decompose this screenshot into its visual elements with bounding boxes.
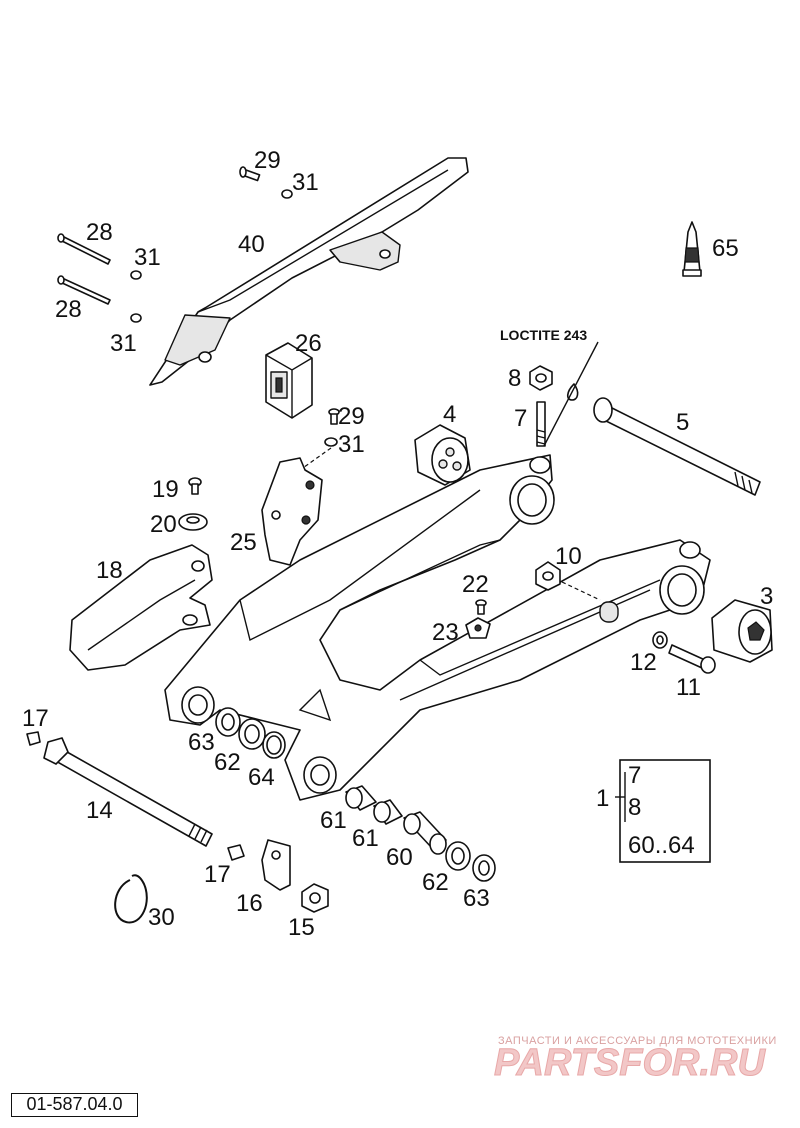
swingarm-part-1 <box>164 454 711 801</box>
circlip-part-30 <box>114 874 148 924</box>
kit-box-line-2: 8 <box>628 794 641 821</box>
callout-40: 40 <box>238 231 265 258</box>
watermark-brand: PARTSFOR.RU <box>494 1042 766 1084</box>
cap-part-17-upper <box>26 731 41 746</box>
callout-22: 22 <box>462 571 489 598</box>
callout-16: 16 <box>236 890 263 917</box>
pivot-shaft-part-14 <box>43 737 213 847</box>
callout-61-a: 61 <box>320 807 347 834</box>
callout-63-right: 63 <box>463 885 490 912</box>
plate-part-16 <box>261 839 291 891</box>
callout-7: 7 <box>514 405 527 432</box>
callout-62-right: 62 <box>422 869 449 896</box>
screw-part-11 <box>668 644 716 674</box>
callout-11: 11 <box>676 674 701 701</box>
callout-28-lower: 28 <box>55 296 82 323</box>
callout-29-middle: 29 <box>338 403 365 430</box>
nut-part-15 <box>301 883 329 913</box>
clamp-part-23 <box>465 617 491 639</box>
callout-25: 25 <box>230 529 257 556</box>
callout-60: 60 <box>386 844 413 871</box>
nut-part-8 <box>529 365 553 391</box>
screw-part-19 <box>188 477 202 495</box>
callout-17-lower: 17 <box>204 861 231 888</box>
washer-part-31-b <box>130 270 142 280</box>
callout-29-upper: 29 <box>254 147 281 174</box>
callout-61-b: 61 <box>352 825 379 852</box>
screw-part-29-middle <box>328 408 340 425</box>
callout-19: 19 <box>152 476 179 503</box>
nut-part-10 <box>535 561 561 591</box>
kit-box-frame <box>619 759 711 863</box>
needle-bearing-part-61-a <box>345 785 377 811</box>
sleeve-part-60 <box>403 811 447 855</box>
callout-64: 64 <box>248 764 275 791</box>
callout-20: 20 <box>150 511 177 538</box>
watermark-tagline: ЗАПЧАСТИ И АКСЕССУАРЫ ДЛЯ МОТОТЕХНИКИ <box>498 1035 777 1047</box>
washer-part-12 <box>652 631 668 649</box>
axle-part-5 <box>593 397 761 496</box>
callout-31-c: 31 <box>110 330 137 357</box>
callout-30: 30 <box>148 904 175 931</box>
bearing-part-62-left <box>238 718 266 750</box>
washer-part-64 <box>262 731 286 759</box>
callout-63-left: 63 <box>188 729 215 756</box>
slider-block-part-26 <box>265 342 313 419</box>
needle-bearing-part-61-b <box>373 799 403 825</box>
callout-31-d: 31 <box>338 431 365 458</box>
diagram-reference-number: 01-587.04.0 <box>11 1093 138 1117</box>
chain-guard-part-40 <box>149 157 469 386</box>
callout-65: 65 <box>712 235 739 262</box>
screw-part-22 <box>475 599 487 615</box>
bracket-part-25 <box>261 457 323 566</box>
callout-31-upper: 31 <box>292 169 319 196</box>
bolt-part-28-lower <box>57 275 111 305</box>
callout-28-upper: 28 <box>86 219 113 246</box>
callout-31-b: 31 <box>134 244 161 271</box>
callout-3: 3 <box>760 583 773 610</box>
loctite-label: LOCTITE 243 <box>500 327 587 343</box>
callout-23: 23 <box>432 619 459 646</box>
washer-part-31-a <box>281 189 293 199</box>
bearing-part-62-right <box>445 841 471 871</box>
loctite-bottle-part-65 <box>682 221 702 277</box>
bearing-part-3 <box>711 599 773 663</box>
callout-26: 26 <box>295 330 322 357</box>
callout-1: 1 <box>596 785 609 812</box>
callout-17-upper: 17 <box>22 705 49 732</box>
callout-5: 5 <box>676 409 689 436</box>
cap-part-17-lower <box>227 844 245 861</box>
callout-4: 4 <box>443 401 456 428</box>
washer-part-31-d <box>324 437 338 447</box>
callout-18: 18 <box>96 557 123 584</box>
rubber-damper-part-4 <box>414 424 471 486</box>
washer-part-20 <box>178 513 208 531</box>
callout-62-left: 62 <box>214 749 241 776</box>
bolt-part-28-upper <box>57 233 111 265</box>
callout-15: 15 <box>288 914 315 941</box>
callout-12: 12 <box>630 649 657 676</box>
seal-part-63-left <box>215 707 241 737</box>
callout-14: 14 <box>86 797 113 824</box>
stud-part-7 <box>536 401 546 447</box>
seal-part-63-right <box>472 854 496 882</box>
callout-8: 8 <box>508 365 521 392</box>
kit-box-line-3: 60..64 <box>628 832 695 859</box>
washer-part-31-c <box>130 313 142 323</box>
screw-part-29-upper <box>239 166 261 182</box>
callout-10: 10 <box>555 543 582 570</box>
kit-box-line-1: 7 <box>628 762 641 789</box>
chain-guide-part-18 <box>69 544 213 671</box>
